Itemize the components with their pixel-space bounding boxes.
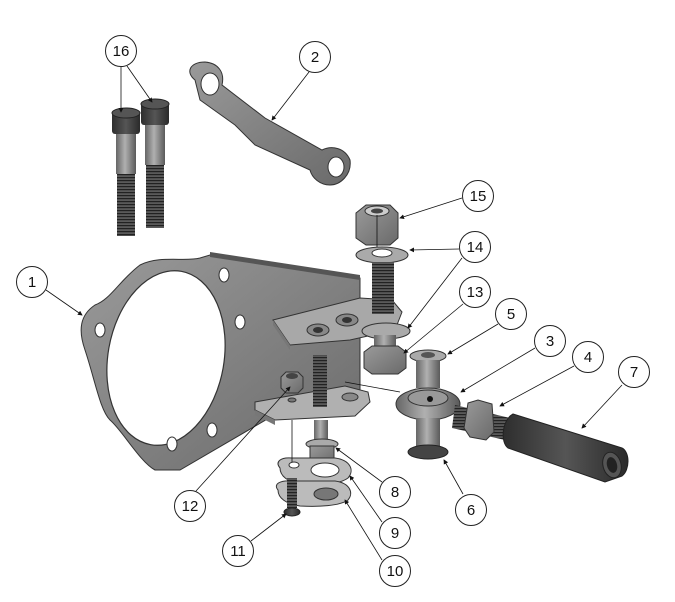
callout-label: 1 — [27, 273, 37, 291]
main-mounting-bracket[interactable] — [80, 252, 361, 471]
socket-head-cap-screws[interactable] — [111, 98, 170, 236]
flat-washers[interactable] — [355, 246, 411, 340]
callout-13[interactable]: 13 — [459, 276, 491, 308]
callout-label: 5 — [506, 305, 516, 323]
callout-15[interactable]: 15 — [462, 180, 494, 212]
callout-11[interactable]: 11 — [222, 535, 254, 567]
callout-10[interactable]: 10 — [379, 555, 411, 587]
callout-label: 6 — [466, 501, 476, 519]
callout-12[interactable]: 12 — [174, 490, 206, 522]
callout-8[interactable]: 8 — [379, 476, 411, 508]
lower-spacer[interactable] — [407, 418, 449, 460]
callout-14[interactable]: 14 — [459, 231, 491, 263]
callout-label: 4 — [583, 348, 593, 366]
callout-3[interactable]: 3 — [534, 325, 566, 357]
callout-label: 2 — [310, 48, 320, 66]
callout-label: 7 — [629, 363, 639, 381]
callout-label: 10 — [386, 562, 404, 580]
callout-1[interactable]: 1 — [16, 266, 48, 298]
callout-6[interactable]: 6 — [455, 494, 487, 526]
leader-lines — [45, 65, 623, 561]
small-screw[interactable] — [283, 478, 301, 517]
callout-label: 13 — [466, 283, 484, 301]
callout-5[interactable]: 5 — [495, 298, 527, 330]
rod-end-bearing[interactable] — [395, 387, 461, 421]
callout-7[interactable]: 7 — [618, 356, 650, 388]
callout-16[interactable]: 16 — [105, 35, 137, 67]
callout-label: 16 — [112, 42, 130, 60]
callout-9[interactable]: 9 — [379, 517, 411, 549]
bracket-bore — [106, 270, 226, 446]
callout-label: 3 — [545, 332, 555, 350]
callout-label: 8 — [390, 483, 400, 501]
lower-tab-plate — [254, 385, 371, 425]
callout-label: 15 — [469, 187, 487, 205]
small-lock-nut[interactable] — [280, 371, 304, 394]
curved-link-plate[interactable] — [189, 61, 351, 186]
callout-label: 12 — [181, 497, 199, 515]
jam-nut[interactable] — [463, 399, 495, 441]
upper-spacer[interactable] — [409, 349, 447, 388]
threaded-rod-sleeve[interactable] — [502, 413, 629, 483]
callout-4[interactable]: 4 — [572, 341, 604, 373]
callout-label: 9 — [390, 524, 400, 542]
callout-2[interactable]: 2 — [299, 41, 331, 73]
callout-label: 14 — [466, 238, 484, 256]
callout-label: 11 — [230, 542, 246, 560]
hex-bolt[interactable] — [363, 335, 407, 375]
